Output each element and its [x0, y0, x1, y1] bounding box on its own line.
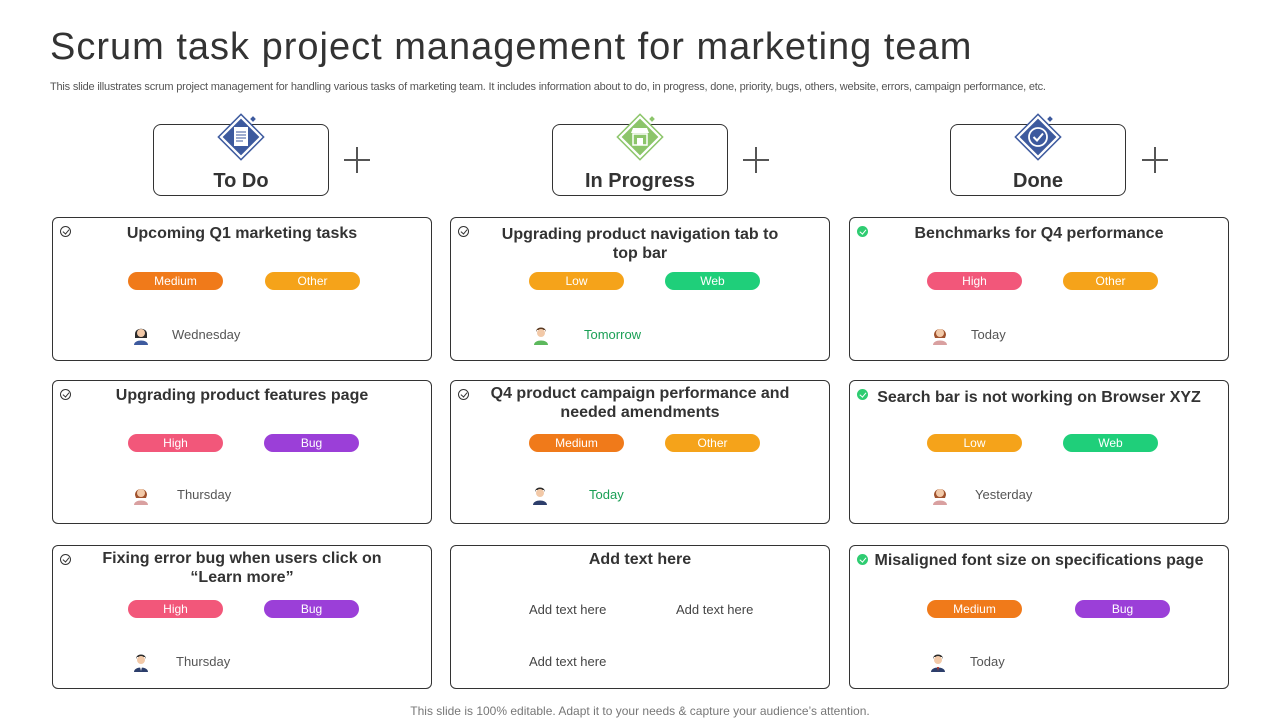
category-tag[interactable]: Web [665, 272, 760, 290]
column-label-in-progress: In Progress [584, 170, 696, 192]
due-day: Wednesday [172, 327, 241, 342]
card-title: Upgrading product navigation tab to top … [501, 226, 779, 262]
done-check-icon[interactable] [857, 389, 868, 400]
due-day: Today [971, 327, 1006, 342]
category-tag[interactable]: Other [665, 434, 760, 452]
avatar-woman-icon [928, 482, 952, 506]
column-header-in-progress[interactable]: In Progress [552, 113, 728, 196]
category-tag[interactable]: Web [1063, 434, 1158, 452]
open-check-icon[interactable] [60, 389, 71, 400]
due-day: Today [589, 487, 624, 502]
done-check-icon[interactable] [857, 226, 868, 237]
checkmark-badge-icon [1014, 113, 1062, 161]
task-card[interactable]: Upcoming Q1 marketing tasks Medium Other… [52, 217, 432, 361]
priority-tag[interactable]: Low [927, 434, 1022, 452]
task-card[interactable]: Q4 product campaign performance and need… [450, 380, 830, 524]
avatar-man-icon [926, 649, 950, 673]
add-done-button[interactable] [1140, 145, 1170, 175]
avatar-man-icon [529, 322, 553, 346]
category-tag[interactable]: Bug [264, 600, 359, 618]
card-title: Search bar is not working on Browser XYZ [877, 389, 1201, 406]
card-title: Benchmarks for Q4 performance [914, 225, 1164, 242]
card-title: Q4 product campaign performance and need… [490, 385, 790, 421]
open-check-icon[interactable] [60, 554, 71, 565]
page-subtitle: This slide illustrates scrum project man… [50, 81, 1046, 93]
placeholder-text[interactable]: Add text here [676, 602, 754, 617]
priority-tag[interactable]: Medium [927, 600, 1022, 618]
card-title: Fixing error bug when users click on “Le… [102, 550, 382, 586]
card-title: Upcoming Q1 marketing tasks [126, 225, 358, 242]
task-card[interactable]: Misaligned font size on specifications p… [849, 545, 1229, 689]
open-check-icon[interactable] [60, 226, 71, 237]
open-check-icon[interactable] [458, 226, 469, 237]
add-todo-button[interactable] [342, 145, 372, 175]
card-title: Upgrading product features page [115, 387, 369, 404]
due-day: Today [970, 654, 1005, 669]
avatar-woman-icon [928, 322, 952, 346]
category-tag[interactable]: Other [1063, 272, 1158, 290]
category-tag[interactable]: Other [265, 272, 360, 290]
due-day: Thursday [177, 487, 232, 502]
priority-tag[interactable]: Low [529, 272, 624, 290]
open-check-icon[interactable] [458, 389, 469, 400]
page-title: Scrum task project management for market… [50, 26, 973, 68]
column-header-todo[interactable]: To Do [153, 113, 329, 196]
due-day: Thursday [176, 654, 231, 669]
category-tag[interactable]: Bug [1075, 600, 1170, 618]
avatar-man-icon [528, 482, 552, 506]
avatar-woman-icon [129, 482, 153, 506]
priority-tag[interactable]: Medium [128, 272, 223, 290]
priority-tag[interactable]: High [128, 434, 223, 452]
avatar-man-icon [129, 649, 153, 673]
task-card[interactable]: Search bar is not working on Browser XYZ… [849, 380, 1229, 524]
column-header-done[interactable]: Done [950, 113, 1126, 196]
priority-tag[interactable]: High [927, 272, 1022, 290]
add-in-progress-button[interactable] [741, 145, 771, 175]
storefront-icon [616, 113, 664, 161]
category-tag[interactable]: Bug [264, 434, 359, 452]
done-check-icon[interactable] [857, 554, 868, 565]
due-day: Tomorrow [584, 327, 642, 342]
placeholder-text[interactable]: Add text here [529, 654, 607, 669]
footer-note: This slide is 100% editable. Adapt it to… [410, 704, 870, 718]
task-card[interactable]: Benchmarks for Q4 performance High Other… [849, 217, 1229, 361]
placeholder-text[interactable]: Add text here [529, 602, 607, 617]
task-card[interactable]: Upgrading product features page High Bug… [52, 380, 432, 524]
task-card[interactable]: Upgrading product navigation tab to top … [450, 217, 830, 361]
avatar-woman-icon [129, 322, 153, 346]
task-card[interactable]: Fixing error bug when users click on “Le… [52, 545, 432, 689]
card-title[interactable]: Add text here [588, 551, 692, 568]
notepad-icon [217, 113, 265, 161]
column-label-todo: To Do [213, 170, 269, 192]
due-day: Yesterday [975, 487, 1033, 502]
priority-tag[interactable]: High [128, 600, 223, 618]
priority-tag[interactable]: Medium [529, 434, 624, 452]
placeholder-card[interactable]: Add text here Add text here Add text her… [450, 545, 830, 689]
card-title: Misaligned font size on specifications p… [874, 552, 1204, 569]
column-label-done: Done [1013, 170, 1063, 192]
